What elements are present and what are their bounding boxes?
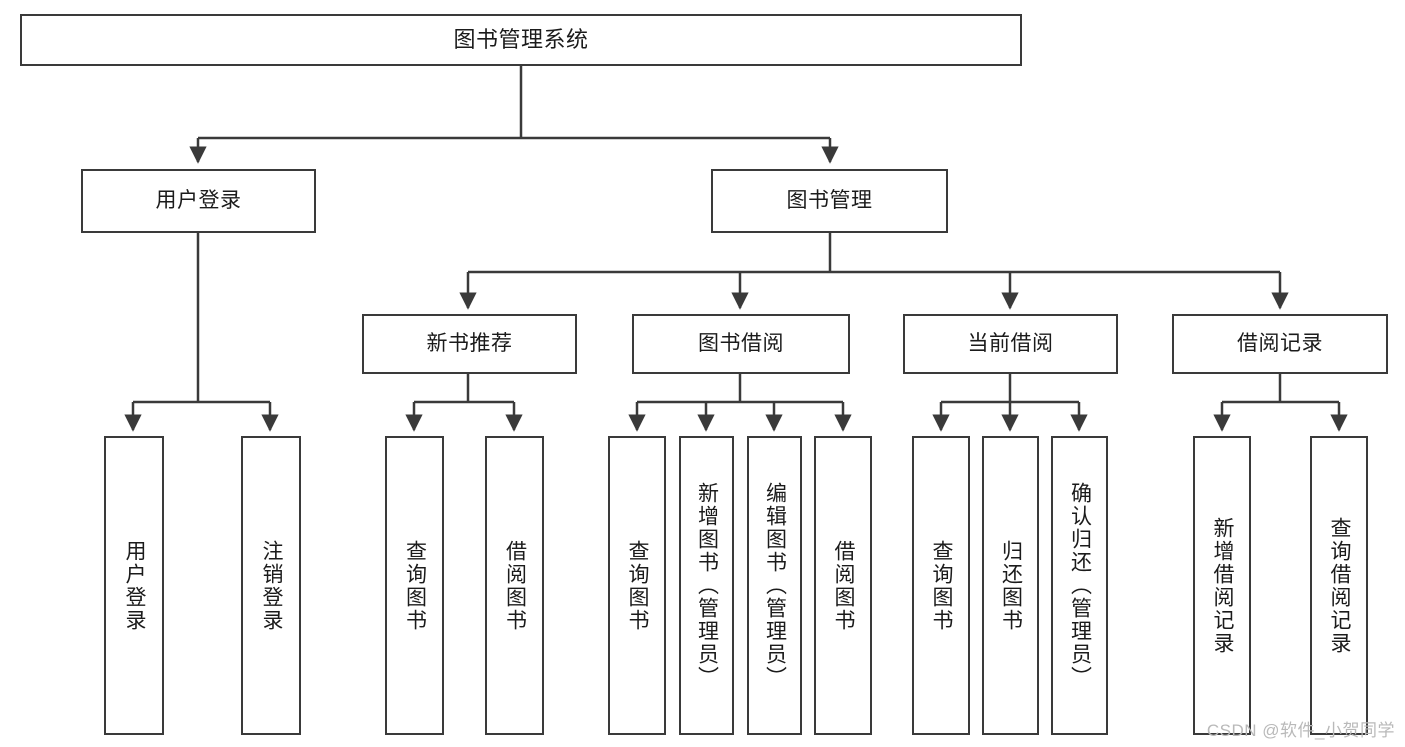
node-label: 用户登录: [123, 539, 147, 632]
leaf-new-book-query[interactable]: 查询图书: [385, 436, 444, 735]
node-label: 查询借阅记录: [1328, 516, 1352, 655]
node-label: 归还图书: [999, 539, 1023, 632]
leaf-borrow-record-add[interactable]: 新增借阅记录: [1193, 436, 1251, 735]
leaf-current-borrow-confirm-return[interactable]: 确认归还（管理员）: [1051, 436, 1108, 735]
node-user-login[interactable]: 用户登录: [81, 169, 316, 233]
node-new-book-recommend[interactable]: 新书推荐: [362, 314, 577, 374]
node-book-management[interactable]: 图书管理: [711, 169, 948, 233]
node-label: 借阅图书: [503, 539, 527, 632]
node-label: 新增借阅记录: [1211, 516, 1235, 655]
leaf-book-borrow-query[interactable]: 查询图书: [608, 436, 666, 735]
leaf-current-borrow-query[interactable]: 查询图书: [912, 436, 970, 735]
node-label: 注销登录: [260, 539, 284, 632]
node-book-borrow[interactable]: 图书借阅: [632, 314, 850, 374]
leaf-book-borrow-edit[interactable]: 编辑图书（管理员）: [747, 436, 802, 735]
csdn-watermark: CSDN @软件_小贺同学: [1206, 721, 1395, 740]
leaf-book-borrow-borrow[interactable]: 借阅图书: [814, 436, 872, 735]
node-label: 新增图书（管理员）: [695, 482, 719, 689]
node-label: 查询图书: [626, 539, 650, 632]
leaf-borrow-record-query[interactable]: 查询借阅记录: [1310, 436, 1368, 735]
node-label: 新书推荐: [426, 331, 513, 355]
leaf-current-borrow-return[interactable]: 归还图书: [982, 436, 1039, 735]
node-root-system[interactable]: 图书管理系统: [20, 14, 1022, 66]
leaf-new-book-borrow[interactable]: 借阅图书: [485, 436, 544, 735]
node-borrow-record[interactable]: 借阅记录: [1172, 314, 1388, 374]
leaf-user-login-logout[interactable]: 注销登录: [241, 436, 301, 735]
node-label: 借阅记录: [1237, 331, 1323, 355]
node-label: 借阅图书: [832, 539, 856, 632]
node-current-borrow[interactable]: 当前借阅: [903, 314, 1118, 374]
leaf-book-borrow-add[interactable]: 新增图书（管理员）: [679, 436, 734, 735]
node-label: 查询图书: [403, 539, 427, 632]
node-label: 图书管理: [786, 188, 873, 212]
node-label: 编辑图书（管理员）: [763, 482, 787, 689]
node-label: 图书借阅: [698, 331, 784, 355]
node-label: 图书管理系统: [453, 27, 589, 53]
node-label: 当前借阅: [967, 331, 1054, 355]
node-label: 用户登录: [155, 188, 242, 212]
node-label: 确认归还（管理员）: [1068, 482, 1092, 689]
leaf-user-login-login[interactable]: 用户登录: [104, 436, 164, 735]
node-label: 查询图书: [930, 539, 954, 632]
